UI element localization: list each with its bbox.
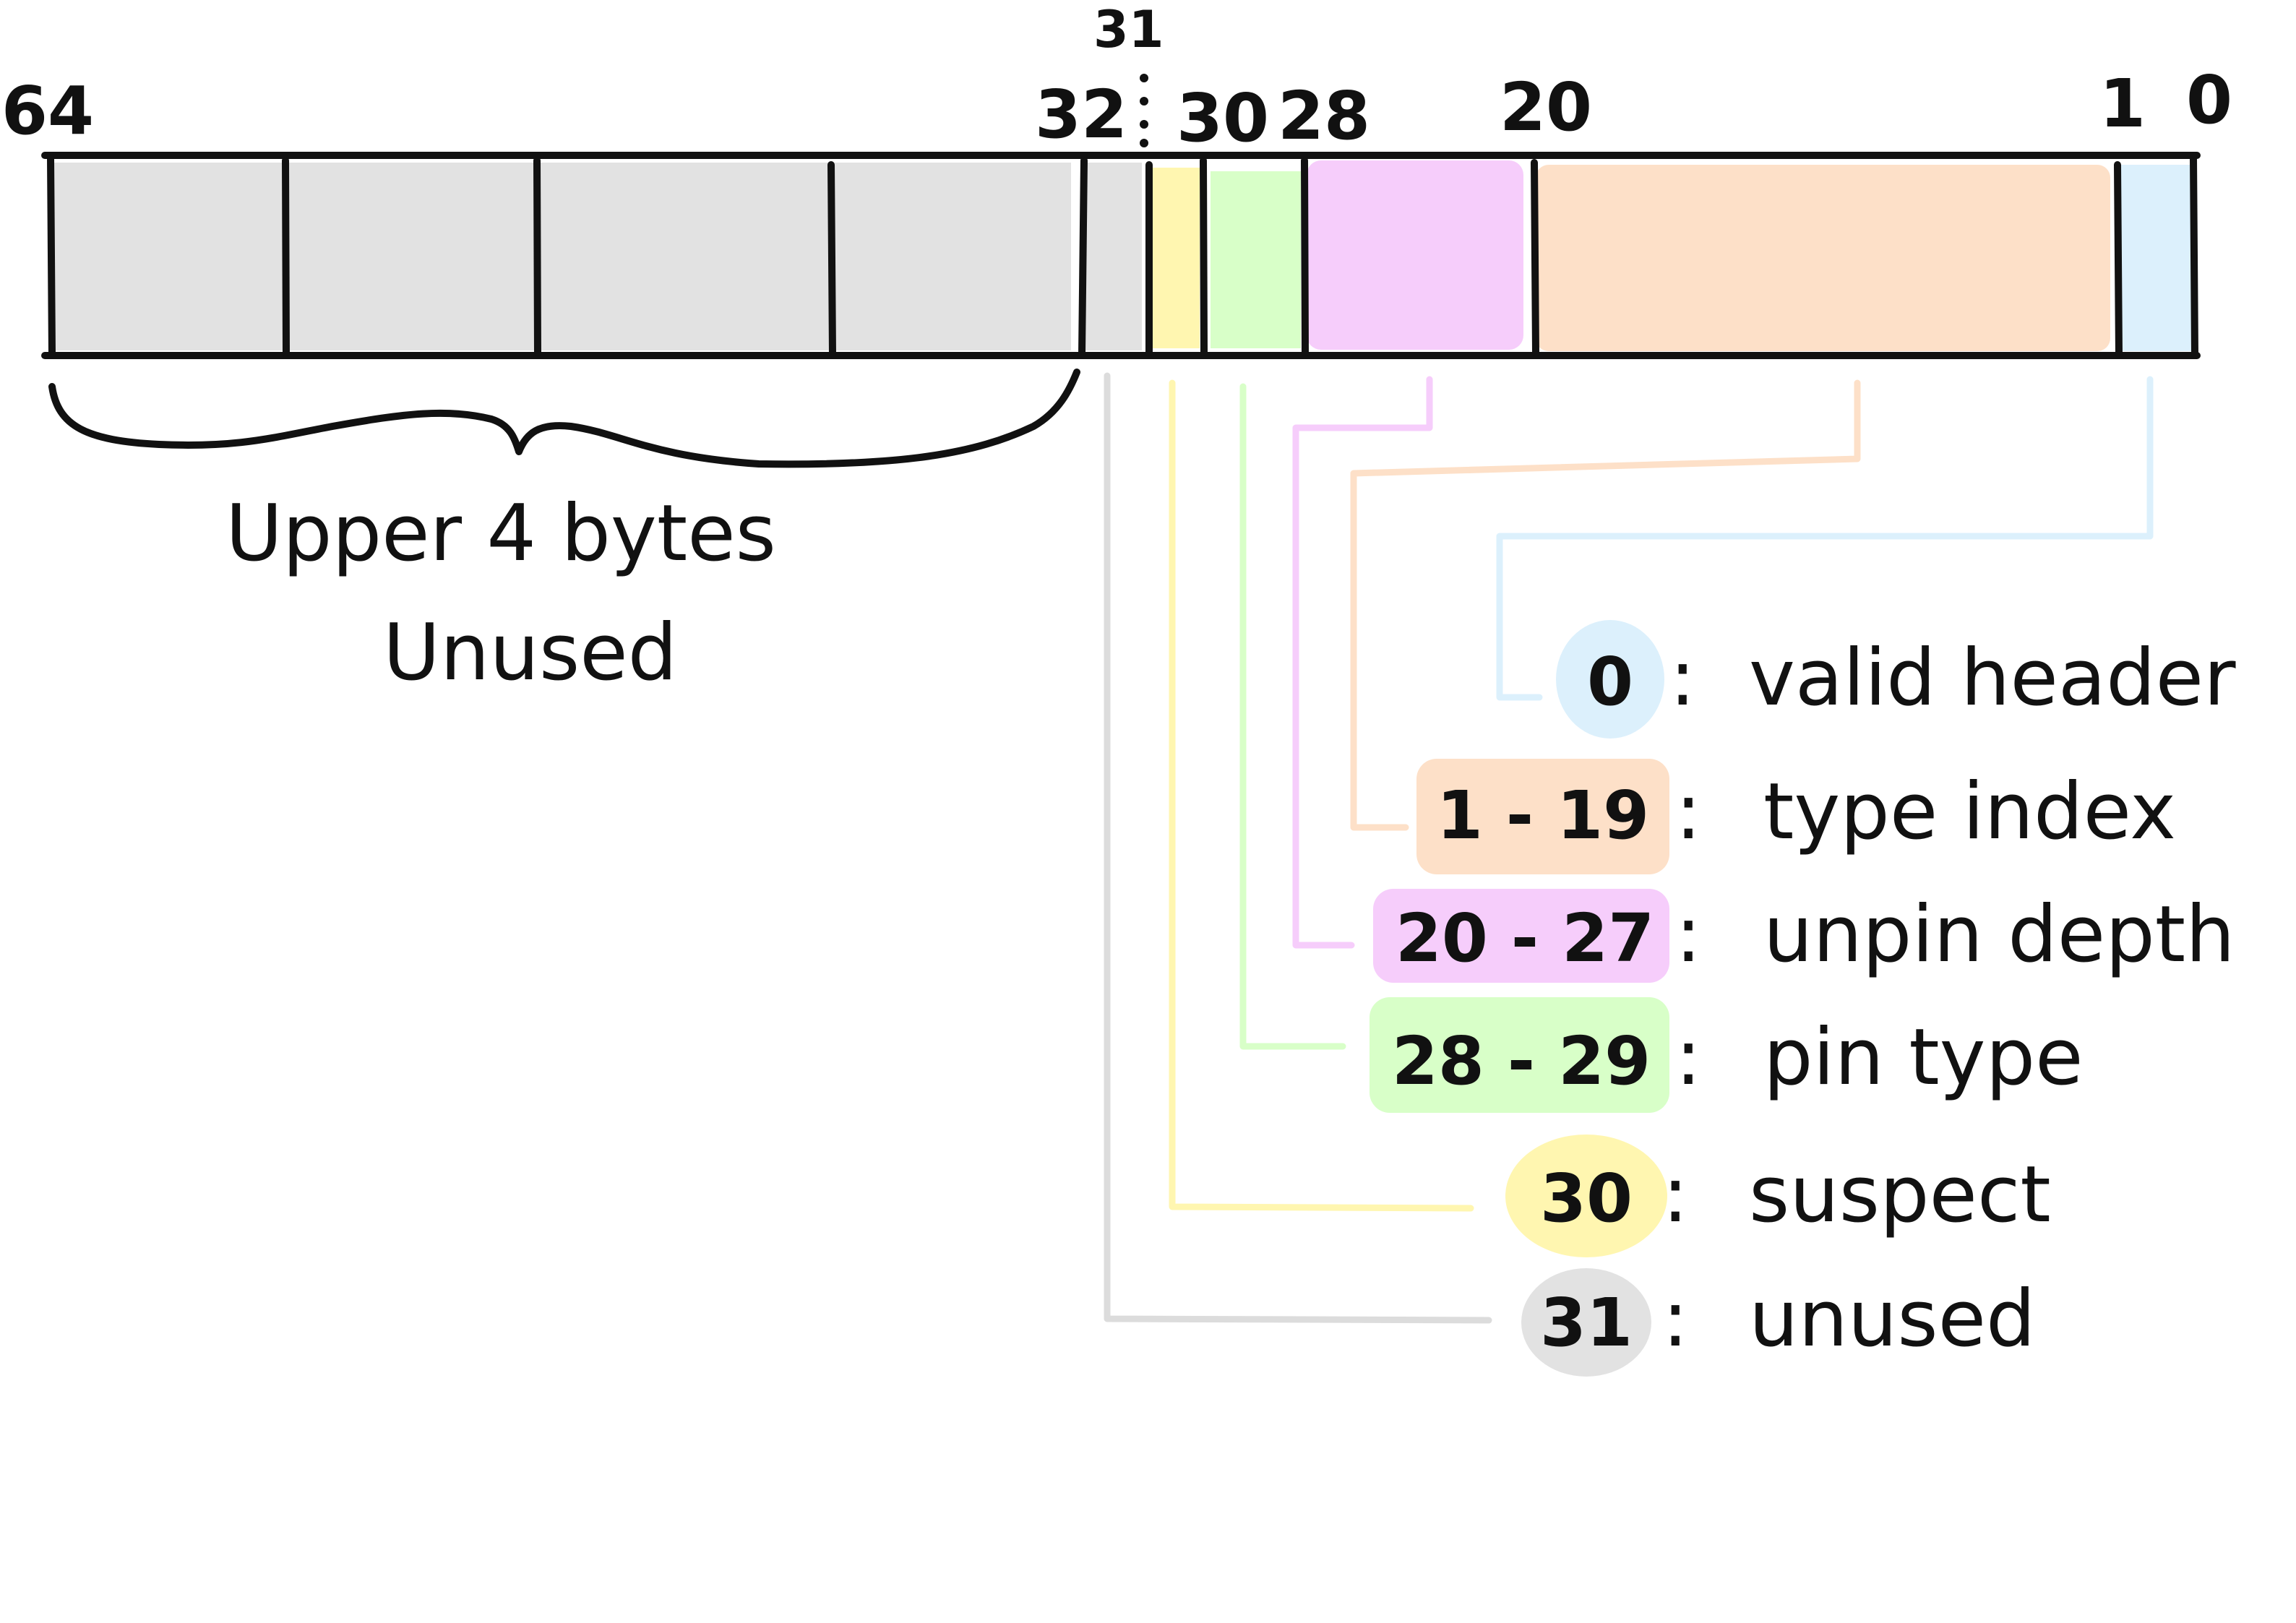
legend-desc: pin type bbox=[1763, 1012, 2084, 1103]
bit-label-30: 30 bbox=[1177, 79, 1269, 157]
bit-label-1: 1 bbox=[2099, 65, 2146, 142]
field-bit-0-valid-header bbox=[2121, 165, 2193, 351]
legend-colon: : bbox=[1675, 767, 1701, 857]
legend-range: 0 bbox=[1587, 643, 1633, 720]
field-bit-31 bbox=[1085, 163, 1142, 350]
legend-swatch bbox=[1373, 889, 1669, 983]
legend-range: 31 bbox=[1540, 1284, 1633, 1361]
legend-item-pin-type: 28 - 29 : pin type bbox=[1370, 997, 2084, 1113]
leader-valid-header bbox=[1496, 376, 2154, 701]
upper-bytes-note: Upper 4 bytes Unused bbox=[225, 488, 776, 698]
leader-unpin-depth bbox=[1292, 376, 1433, 949]
legend-swatch bbox=[1556, 620, 1664, 739]
legend-item-unpin-depth: 20 - 27 : unpin depth bbox=[1373, 889, 2235, 983]
bit-label-31: 31 bbox=[1093, 0, 1164, 59]
leader-unused bbox=[1104, 372, 1492, 1324]
legend-colon: : bbox=[1662, 1150, 1688, 1240]
bit-label-20: 20 bbox=[1500, 69, 1592, 146]
legend-desc: unused bbox=[1749, 1274, 2036, 1364]
bit-fields bbox=[52, 160, 2193, 351]
legend-swatch bbox=[1521, 1268, 1651, 1377]
upper-bytes-brace bbox=[48, 369, 1080, 468]
legend-colon: : bbox=[1675, 890, 1701, 980]
legend-item-suspect: 30 : suspect bbox=[1505, 1135, 2051, 1257]
legend-colon: : bbox=[1662, 1274, 1688, 1364]
leader-suspect bbox=[1169, 379, 1474, 1212]
legend-colon: : bbox=[1669, 633, 1695, 723]
field-bits-1-19-type-index bbox=[1536, 165, 2110, 351]
bit-label-28: 28 bbox=[1278, 77, 1370, 155]
register-outline bbox=[41, 152, 2201, 359]
legend-desc: suspect bbox=[1749, 1150, 2051, 1240]
bit-label-64: 64 bbox=[1, 72, 94, 150]
legend-item-unused: 31 : unused bbox=[1521, 1268, 2036, 1377]
legend-desc: type index bbox=[1763, 767, 2176, 857]
leader-type-index bbox=[1350, 379, 1861, 831]
legend-swatch bbox=[1370, 997, 1669, 1113]
bit-31-dotted-marker bbox=[1140, 74, 1148, 147]
field-bits-20-27-unpin-depth bbox=[1307, 160, 1523, 350]
legend-desc: unpin depth bbox=[1763, 890, 2235, 980]
leader-pin-type bbox=[1239, 383, 1346, 1050]
legend-item-valid-header: 0 : valid header bbox=[1556, 620, 2236, 739]
legend-range: 20 - 27 bbox=[1396, 900, 1654, 977]
field-bits-28-29-pin-type bbox=[1211, 171, 1301, 348]
leader-lines bbox=[1104, 372, 2154, 1324]
legend-desc: valid header bbox=[1749, 633, 2236, 723]
legend-item-type-index: 1 - 19 : type index bbox=[1416, 759, 2176, 874]
legend-range: 28 - 29 bbox=[1392, 1023, 1651, 1100]
legend: 0 : valid header 1 - 19 : type index 20 … bbox=[1370, 620, 2236, 1377]
note-line-1: Upper 4 bytes bbox=[225, 488, 776, 579]
bit-position-labels: 64 32 31 30 28 20 1 0 bbox=[1, 0, 2232, 157]
field-bit-30-suspect bbox=[1149, 168, 1200, 348]
bit-label-32: 32 bbox=[1035, 76, 1127, 153]
note-line-2: Unused bbox=[383, 608, 677, 698]
legend-range: 1 - 19 bbox=[1437, 777, 1649, 854]
legend-range: 30 bbox=[1540, 1160, 1633, 1237]
legend-swatch bbox=[1416, 759, 1669, 874]
field-upper-bytes bbox=[52, 163, 1071, 350]
legend-colon: : bbox=[1675, 1012, 1701, 1103]
legend-swatch bbox=[1505, 1135, 1667, 1257]
bit-label-0: 0 bbox=[2186, 61, 2232, 139]
